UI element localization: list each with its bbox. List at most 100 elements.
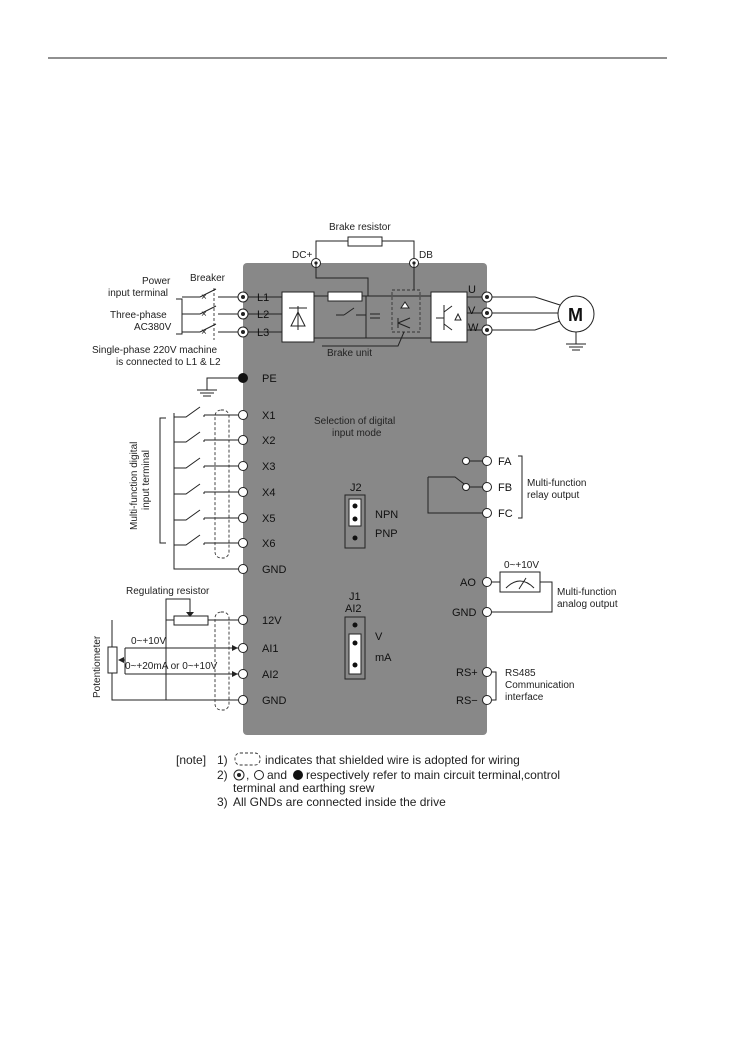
terminal-RSP — [482, 667, 492, 677]
note-2-number: 2) — [217, 768, 228, 782]
breaker-label: Breaker — [190, 273, 226, 284]
note-2-separator: , — [246, 768, 249, 782]
terminal-12V-label: 12V — [262, 615, 282, 627]
terminal-AI1 — [238, 643, 248, 653]
terminal-X4-label: X4 — [262, 487, 275, 499]
brake-resistor-label: Brake resistor — [329, 222, 391, 233]
relay-label-2: relay output — [527, 490, 579, 501]
j1-sub-label: AI2 — [345, 603, 362, 615]
pnp-label: PNP — [375, 528, 398, 540]
shielded-cable-analog — [214, 611, 230, 711]
terminal-FC-label: FC — [498, 508, 513, 520]
v-label: V — [375, 631, 383, 643]
terminal-RSP-label: RS+ — [456, 667, 478, 679]
terminal-U-label: U — [468, 284, 476, 296]
note-2-text: respectively refer to main circuit termi… — [306, 768, 560, 782]
ma-label: mA — [375, 652, 392, 664]
terminal-GND3-label: GND — [452, 607, 477, 619]
terminal-L2-label: L2 — [257, 309, 269, 321]
npn-label: NPN — [375, 509, 398, 521]
j1-label: J1 — [349, 591, 361, 603]
brake-unit-label: Brake unit — [327, 348, 372, 359]
switch-X5 — [174, 509, 201, 521]
dc-plus-label: DC+ — [292, 250, 312, 261]
regulating-resistor — [173, 615, 209, 626]
terminal-PE-label: PE — [262, 373, 277, 385]
brake-resistor — [347, 236, 383, 247]
range-10v-label: 0~+10V — [131, 636, 166, 647]
terminal-X5 — [238, 513, 248, 523]
analog-label-1: Multi-function — [557, 587, 616, 598]
switch-X6 — [174, 534, 201, 546]
analog-label-2: analog output — [557, 599, 618, 610]
svg-text:×: × — [201, 327, 207, 338]
terminal-L1 — [237, 291, 249, 303]
terminal-X6 — [238, 538, 248, 548]
terminal-W-label: W — [468, 322, 479, 334]
terminal-X3-label: X3 — [262, 461, 275, 473]
potentiometer — [107, 646, 118, 674]
rs485-label-3: interface — [505, 692, 544, 703]
terminal-X1-label: X1 — [262, 410, 275, 422]
terminal-GND1 — [238, 564, 248, 574]
mf-digital-label-2: input terminal — [141, 450, 152, 510]
relay-label-1: Multi-function — [527, 478, 586, 489]
terminal-12V — [238, 615, 248, 625]
note-1-number: 1) — [217, 753, 228, 767]
switch-X2 — [174, 431, 201, 443]
earthing-screw-symbol — [293, 770, 303, 780]
terminal-X4 — [238, 487, 248, 497]
svg-text:×: × — [201, 309, 207, 320]
terminal-L2 — [237, 308, 249, 320]
terminal-X5-label: X5 — [262, 513, 275, 525]
note-3-number: 3) — [217, 795, 228, 809]
terminal-FB — [482, 482, 492, 492]
potentiometer-label: Potentiometer — [92, 635, 103, 698]
internal-resistor — [327, 291, 363, 302]
note-prefix: [note] — [176, 753, 206, 767]
note-3-text: All GNDs are connected inside the drive — [233, 795, 446, 809]
terminal-PE — [238, 373, 248, 383]
note-2-text-2: terminal and earthing srew — [233, 781, 375, 795]
terminal-FB-label: FB — [498, 482, 512, 494]
three-phase-label-1: Three-phase — [110, 310, 167, 321]
terminal-AO — [482, 577, 492, 587]
selection-label-2: input mode — [332, 428, 382, 439]
control-terminal-symbol — [254, 770, 264, 780]
rs485-label-1: RS485 — [505, 668, 536, 679]
power-input-label-2: input terminal — [108, 288, 168, 299]
terminal-GND2-label: GND — [262, 695, 287, 707]
terminal-GND1-label: GND — [262, 564, 287, 576]
terminal-X2-label: X2 — [262, 435, 275, 447]
terminal-RSN-label: RS− — [456, 695, 478, 707]
regulating-resistor-label: Regulating resistor — [126, 586, 210, 597]
terminal-X3 — [238, 461, 248, 471]
terminal-V-label: V — [468, 305, 476, 317]
svg-text:×: × — [201, 292, 207, 303]
note-2-and: and — [267, 768, 287, 782]
range-ma-label: 0~+20mA or 0~+10V — [125, 661, 218, 672]
rs485-label-2: Communication — [505, 680, 574, 691]
analog-range-label: 0~+10V — [504, 560, 539, 571]
single-phase-label-1: Single-phase 220V machine — [92, 345, 218, 356]
motor-label: M — [568, 305, 583, 325]
power-input-label-1: Power — [142, 276, 171, 287]
meter — [499, 571, 541, 593]
terminal-FA-label: FA — [498, 456, 512, 468]
selection-label-1: Selection of digital — [314, 416, 395, 427]
terminal-X6-label: X6 — [262, 538, 275, 550]
terminal-AI1-label: AI1 — [262, 643, 279, 655]
note-1-text: indicates that shielded wire is adopted … — [265, 753, 520, 767]
switch-X4 — [174, 483, 201, 495]
shielded-cable-digital — [214, 409, 230, 559]
terminal-AO-label: AO — [460, 577, 476, 589]
terminal-AI2 — [238, 669, 248, 679]
inverter-block — [430, 291, 468, 343]
terminal-L3-label: L3 — [257, 327, 269, 339]
terminal-RSN — [482, 695, 492, 705]
terminal-GND2 — [238, 695, 248, 705]
switch-X3 — [174, 457, 201, 469]
terminal-L3 — [237, 326, 249, 338]
terminal-L1-label: L1 — [257, 292, 269, 304]
